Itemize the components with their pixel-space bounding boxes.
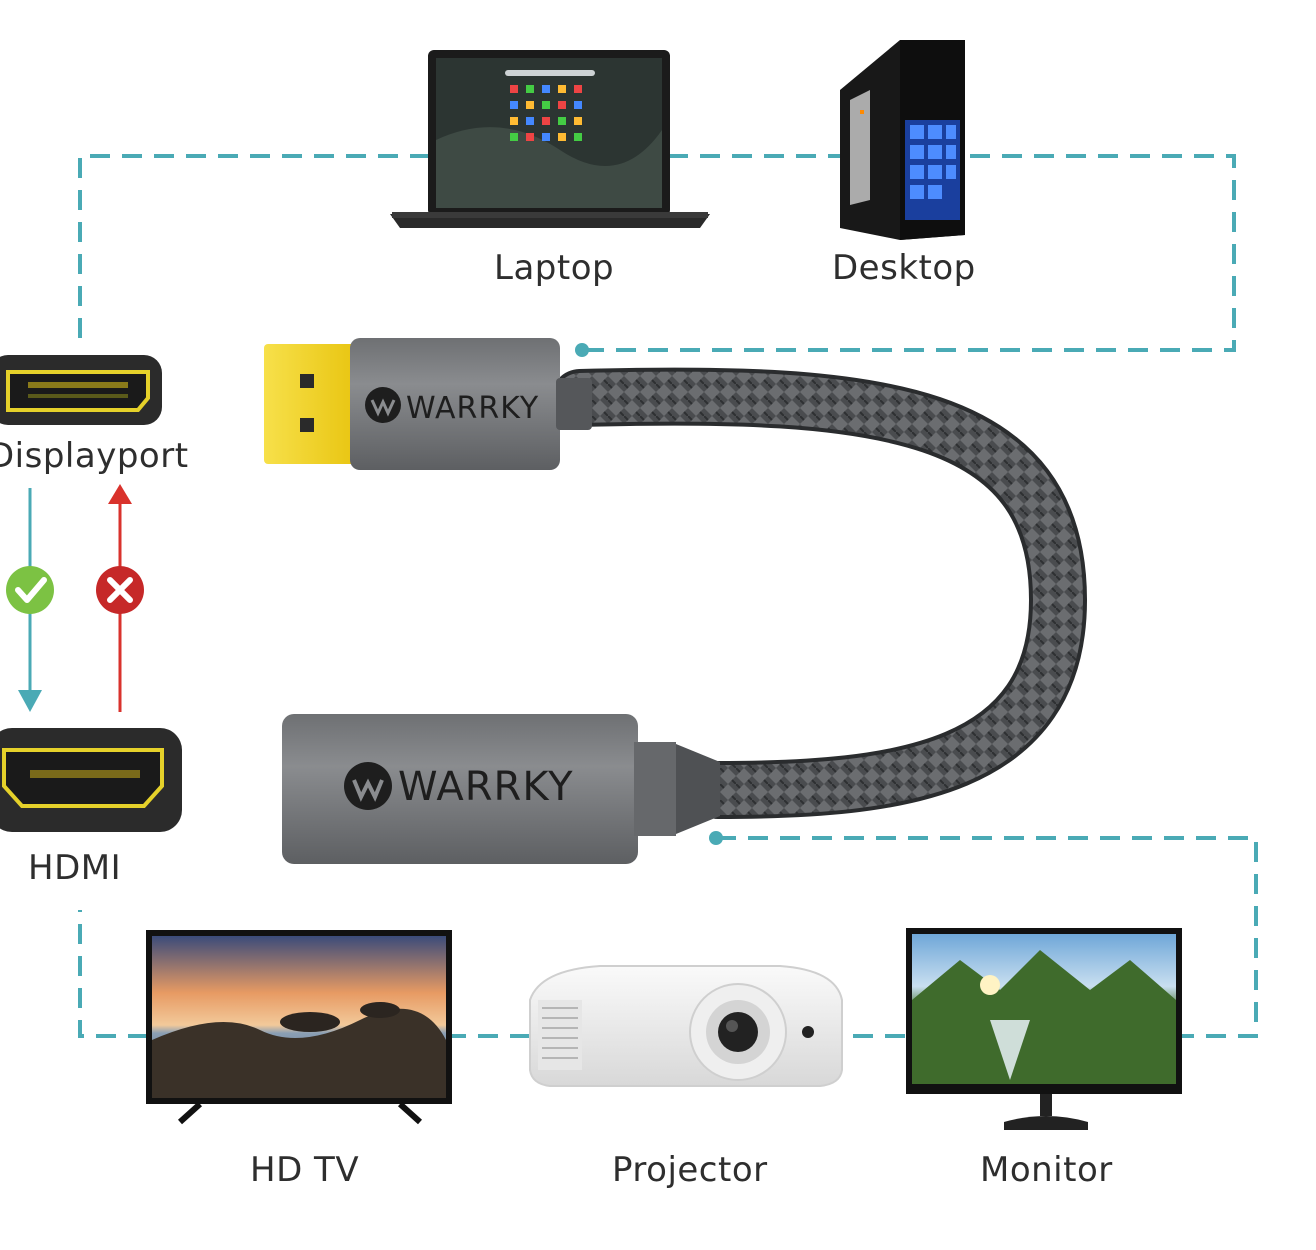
monitor-illustration — [906, 928, 1182, 1130]
source-connection-line — [78, 154, 1236, 352]
label-laptop: Laptop — [494, 248, 615, 288]
brand-label-bottom: WARRKY — [398, 764, 574, 810]
label-hd-tv: HD TV — [250, 1150, 360, 1190]
desktop-illustration — [840, 40, 965, 240]
hdmi-adapter-housing: WARRKY — [282, 714, 720, 864]
source-line-dot — [575, 343, 589, 357]
hdmi-port-icon — [0, 728, 182, 832]
label-projector: Projector — [612, 1150, 768, 1190]
displayport-port-icon — [0, 355, 162, 425]
label-desktop: Desktop — [832, 248, 976, 288]
brand-label-top: WARRKY — [406, 391, 539, 426]
label-monitor: Monitor — [980, 1150, 1113, 1190]
braided-cable — [551, 367, 1088, 819]
label-displayport: Displayport — [0, 436, 189, 476]
dashed-connection-lines — [78, 154, 1258, 1038]
projector-illustration — [529, 965, 843, 1087]
laptop-illustration — [390, 50, 710, 228]
display-line-dot — [709, 831, 723, 845]
cross-icon — [96, 566, 144, 614]
displayport-connector: WARRKY — [264, 338, 592, 470]
hd-tv-illustration — [146, 930, 452, 1125]
label-hdmi: HDMI — [28, 848, 122, 888]
check-icon — [6, 566, 54, 614]
